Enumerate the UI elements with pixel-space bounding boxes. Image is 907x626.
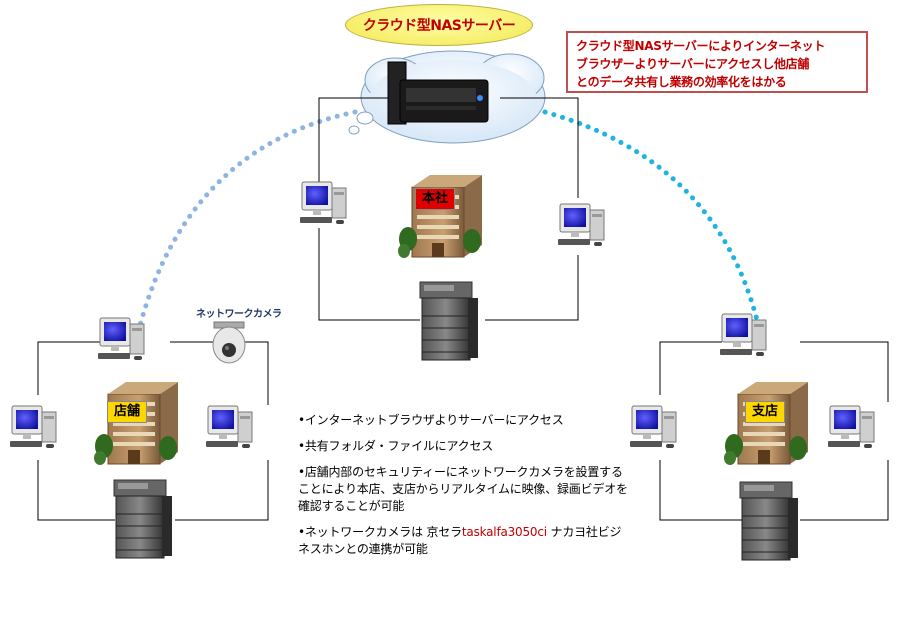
internet-link-store — [130, 109, 358, 358]
branch-pc-left-icon — [629, 405, 677, 449]
hq-pc-right-icon — [557, 203, 605, 247]
nas-server-icon — [387, 61, 489, 125]
note-item: •店舗内部のセキュリティーにネットワークカメラを設置することにより本店、支店から… — [298, 465, 628, 513]
note-text: ナカヨ社ビジネスホンとの連携が可能 — [298, 525, 622, 556]
callout-line: ブラウザーよりサーバーにアクセスし他店舗 — [576, 57, 810, 71]
store-pc-top-icon — [97, 317, 145, 361]
store-pc-left-icon — [9, 405, 57, 449]
hq-printer-icon — [419, 281, 479, 361]
branch-network-lines — [659, 341, 889, 521]
note-text: •ネットワークカメラは 京セラ — [298, 525, 462, 539]
branch-printer-icon — [739, 481, 799, 561]
callout-box: クラウド型NASサーバーによりインターネット ブラウザーよりサーバーにアクセスし… — [566, 31, 868, 93]
callout-line: クラウド型NASサーバーによりインターネット — [576, 39, 826, 53]
hq-pc-left-icon — [299, 181, 347, 225]
camera-label: ネットワークカメラ — [196, 309, 282, 320]
branch-pc-top-icon — [719, 313, 767, 357]
branch-building-icon — [723, 381, 809, 466]
store-network-lines — [37, 341, 269, 521]
note-item: •インターネットブラウザよりサーバーにアクセス — [298, 413, 564, 427]
callout-line: とのデータ共有し業務の効率化をはかる — [576, 75, 787, 89]
feature-notes: •インターネットブラウザよりサーバーにアクセス •共有フォルダ・ファイルにアクセ… — [298, 412, 628, 567]
store-printer-icon — [113, 479, 173, 559]
branch-label: 支店 — [745, 401, 786, 423]
store-label: 店舗 — [107, 401, 148, 423]
printer-model-name: taskalfa3050ci — [461, 525, 547, 539]
store-building-icon — [93, 381, 179, 466]
internet-link-branch — [542, 109, 760, 323]
hq-label: 本社 — [415, 188, 456, 210]
network-camera-icon — [212, 321, 246, 364]
hq-network-lines — [318, 97, 579, 321]
note-item: •ネットワークカメラは 京セラtaskalfa3050ci ナカヨ社ビジネスホン… — [298, 524, 628, 558]
note-item: •共有フォルダ・ファイルにアクセス — [298, 439, 494, 453]
store-pc-right-icon — [205, 405, 253, 449]
cloud-title: クラウド型NASサーバー — [345, 4, 533, 46]
branch-pc-right-icon — [827, 405, 875, 449]
